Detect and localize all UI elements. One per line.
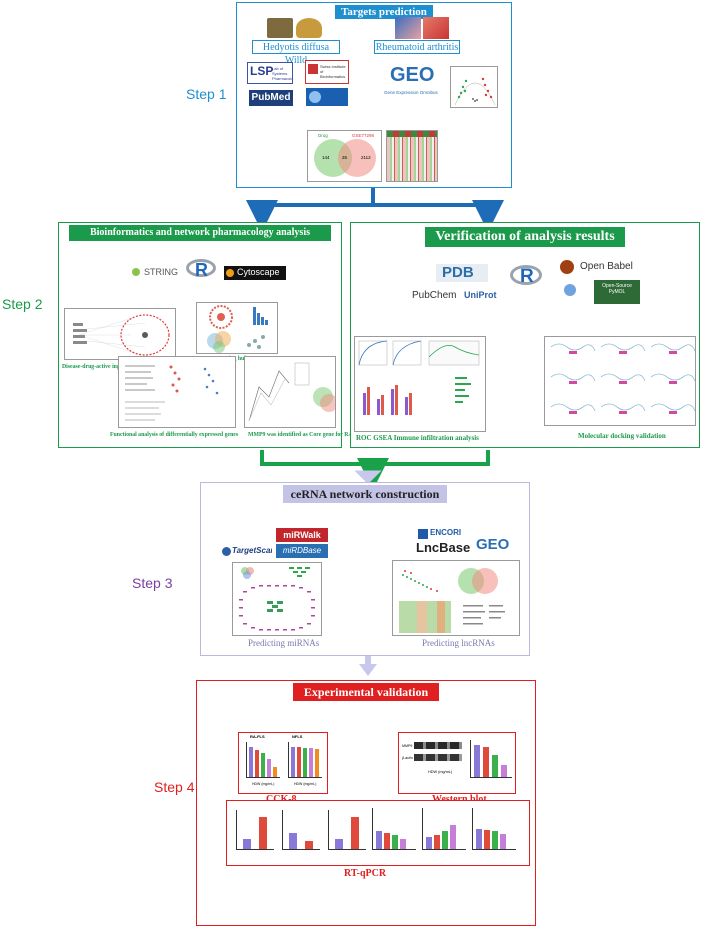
r-logo-panel2b: R — [510, 262, 544, 290]
targetscan-logo-text: TargetScan — [232, 546, 272, 555]
step-1-label: Step 1 — [186, 86, 227, 102]
disease-label: Rheumatoid arthritis — [374, 40, 460, 54]
rtqpcr-chart-3 — [328, 810, 366, 850]
cap-lncrna: Predicting lncRNAs — [422, 638, 495, 648]
cap-functional: Functional analysis of differentially ex… — [110, 432, 239, 438]
functional-analysis-thumbnail — [118, 356, 236, 428]
rtqpcr-chart-6 — [472, 808, 516, 850]
geo-logo-panel3: GEO — [476, 536, 510, 553]
cap-mirna: Predicting miRNAs — [248, 638, 320, 648]
lncrna-thumbnail — [392, 560, 520, 636]
panel3-title: ceRNA network construction — [283, 485, 447, 503]
mirna-network-thumbnail — [232, 562, 322, 636]
disease-image-2 — [423, 17, 449, 39]
string-logo-text: STRING — [144, 267, 179, 277]
wb-band1 — [414, 742, 462, 749]
arrow-step1-split — [246, 188, 504, 232]
volcano-plot — [450, 66, 498, 108]
encori-logo: ENCORI — [418, 528, 468, 542]
venn-value-center: 26 — [342, 155, 348, 160]
pymol-logo: Open-Source PyMOL — [594, 280, 640, 304]
venn-right-circle — [338, 139, 376, 177]
targetscan-logo: TargetScan — [222, 546, 272, 558]
rtqpcr-chart-1 — [236, 810, 274, 850]
pubchem-logo: PubChem — [412, 290, 457, 301]
cap-hub: Screening hub targets — [212, 356, 266, 362]
lsp-logo-text: Lab of Systems Pharmacology — [272, 66, 292, 81]
cytoscape-logo: Cytoscape — [224, 266, 286, 280]
step-3-label: Step 3 — [132, 575, 173, 591]
venn-right-label: GSE77298 — [352, 133, 375, 138]
cck8-xlabel-nfls: HDW (mg/mL) — [294, 782, 317, 786]
rtqpcr-chart-4 — [372, 808, 416, 850]
venn-left-label: Drug — [318, 133, 328, 138]
cytoscape-logo-text: Cytoscape — [237, 267, 280, 277]
disease-image-1 — [395, 17, 421, 39]
pdb-logo-text: PDB — [442, 264, 474, 281]
wb-chart — [470, 740, 512, 778]
panel1-title: Targets prediction — [335, 5, 433, 19]
herb-image-2 — [296, 18, 322, 38]
rtqpcr-chart-5 — [422, 808, 466, 850]
venn-value-right: 2112 — [361, 155, 371, 160]
herb-label: Hedyotis diffusa Willd — [252, 40, 340, 66]
venn-value-left: 144 — [322, 155, 330, 160]
arrow-step3-in — [354, 470, 382, 485]
network-thumbnail — [64, 308, 176, 360]
wb-band2-label: β-actin — [402, 756, 413, 760]
chart-ra-title: RA-FLS — [250, 734, 265, 739]
cck8-box — [238, 732, 328, 794]
roc-gsea-thumbnail — [354, 336, 486, 432]
geo-logo-sub: Gene Expression Omnibus — [384, 90, 438, 95]
wb-band1-label: MMP9 — [402, 744, 413, 748]
encori-logo-text: ENCORI — [430, 528, 462, 537]
arrow-step4-head — [359, 664, 377, 676]
wb-xlabel: HDW (mg/mL) — [428, 770, 453, 774]
mirwalk-logo: miRWalk — [276, 528, 328, 542]
cap-cck8: CCK-8 — [266, 794, 297, 805]
mmp9-thumbnail — [244, 356, 336, 428]
panel2a-title: Bioinformatics and network pharmacology … — [69, 225, 331, 241]
hub-targets-thumbnail — [196, 302, 278, 354]
step-2-label: Step 2 — [2, 296, 43, 312]
step-4-label: Step 4 — [154, 779, 195, 795]
uniprot-logo: UniProt — [464, 290, 497, 300]
r-logo-panel2a: R — [186, 256, 218, 282]
herb-image-1 — [267, 18, 293, 38]
string-logo: STRING — [132, 266, 180, 280]
r-logo-panel2b-text: R — [520, 266, 534, 287]
rtqpcr-chart-2 — [282, 810, 320, 850]
openbabel-logo-text: Open Babel — [580, 261, 633, 272]
wb-band2 — [414, 754, 462, 761]
openbabel-logo: Open Babel — [560, 258, 640, 276]
mirdbase-logo: miRDBase — [276, 544, 328, 558]
pymol-logo-text: Open-Source PyMOL — [602, 283, 632, 295]
arrow-step2-merge — [260, 450, 490, 490]
geo-logo-text: GEO — [390, 64, 435, 86]
pdb-logo: PDB — [436, 264, 488, 282]
heatmap-thumbnail — [386, 130, 438, 182]
r-logo-text: R — [195, 260, 208, 280]
chart-nfls-title: NFLS — [292, 734, 303, 739]
lsp-logo: LSP Lab of Systems Pharmacology — [247, 62, 293, 84]
panel2b-title: Verification of analysis results — [425, 227, 625, 247]
cap-docking: Molecular docking validation — [578, 432, 666, 440]
ncbi-logo — [306, 88, 348, 106]
sib-logo-text: Swiss Institute of Bioinformatics — [320, 64, 346, 79]
panel4-title: Experimental validation — [293, 683, 439, 701]
cck8-xlabel-ra: HDW (mg/mL) — [252, 782, 275, 786]
cap-roc: ROC GSEA Immune infiltration analysis — [356, 434, 479, 442]
cap-rtqpcr: RT-qPCR — [344, 868, 387, 879]
cap-mmp9: MMP9 was identified as Core gene for RA — [248, 432, 353, 438]
autodock-icon — [562, 284, 578, 302]
docking-thumbnail — [544, 336, 696, 426]
pubmed-logo: PubMed — [249, 90, 293, 106]
venn-diagram: Drug GSE77298 144 26 2112 — [307, 130, 382, 182]
cck8-chart-nfls — [288, 742, 322, 778]
geo-logo: GEO Gene Expression Omnibus — [384, 64, 444, 104]
cap-western: Western blot — [432, 794, 487, 805]
lncbase-logo: LncBase — [416, 540, 471, 555]
cck8-chart-ra — [246, 742, 280, 778]
sib-logo: Swiss Institute of Bioinformatics — [305, 60, 349, 84]
